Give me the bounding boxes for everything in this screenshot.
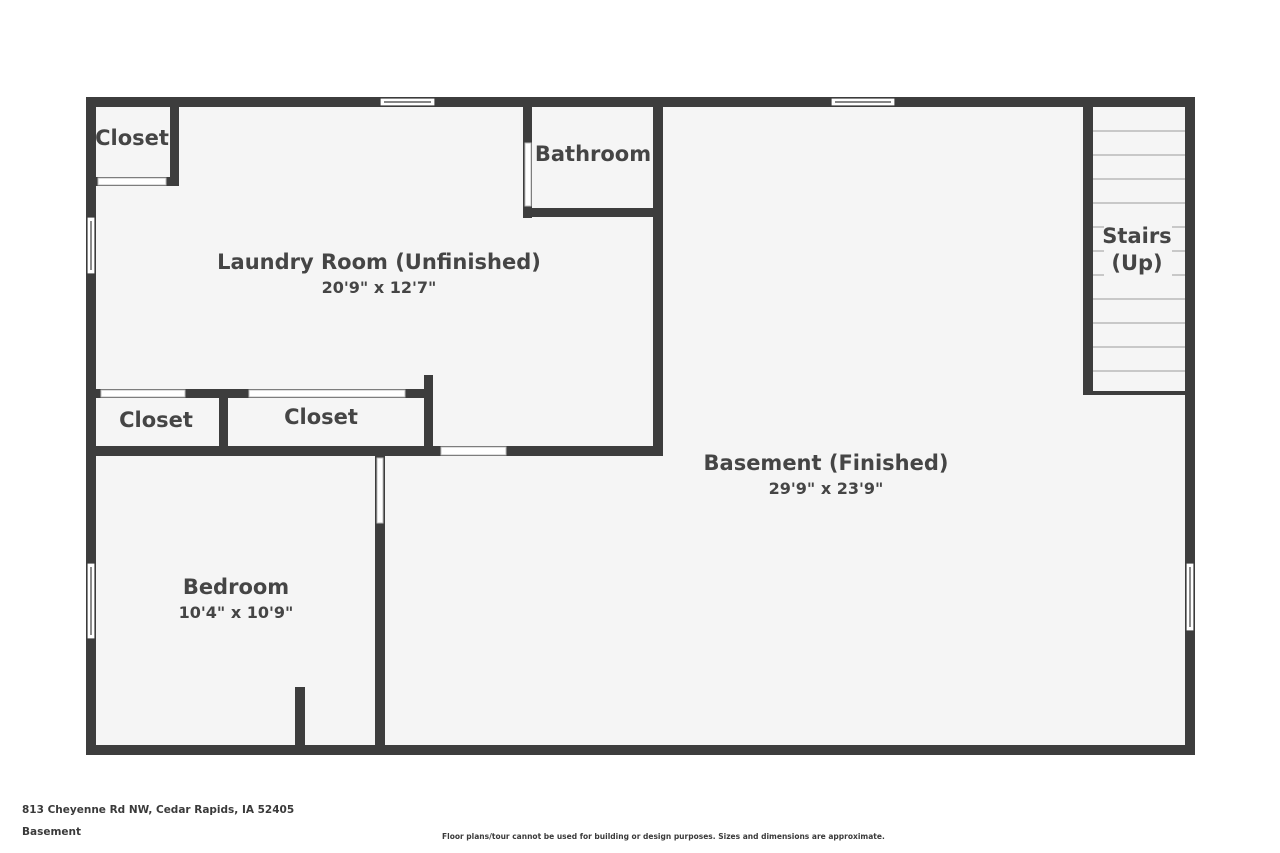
door-laundry [440,446,507,456]
door-bedroom [376,457,384,524]
closets-divider [219,389,228,449]
laundry-room-dims: 20'9" x 12'7" [322,278,437,297]
closet-top-wall [170,102,179,186]
bedroom-wall-right [375,446,385,750]
bathroom-wall-bottom [523,208,661,217]
room-labels: Closet Bathroom Laundry Room (Unfinished… [95,126,1172,622]
closet-left-label: Closet [119,408,193,432]
stairs-label: Stairs [1102,224,1171,248]
outer-wall-right [1185,97,1195,755]
closet-top-label: Closet [95,126,169,150]
basement-dims: 29'9" x 23'9" [769,479,884,498]
outer-wall-bottom [86,745,1195,755]
floor-level-text: Basement [22,826,82,838]
door-bathroom [524,142,532,207]
disclaimer-text: Floor plans/tour cannot be used for buil… [442,832,885,841]
laundry-wall-right [653,102,663,456]
bathroom-label: Bathroom [535,142,651,166]
laundry-room-label: Laundry Room (Unfinished) [217,250,541,274]
closet-mid-wall-right [424,375,433,456]
outer-wall-left [86,97,96,755]
closet-mid-label: Closet [284,405,358,429]
basement-label: Basement (Finished) [704,451,949,475]
doors [97,142,532,524]
door-closet-mid [248,389,406,398]
bedroom-label: Bedroom [183,575,289,599]
door-closet-top [97,177,167,186]
address-text: 813 Cheyenne Rd NW, Cedar Rapids, IA 524… [22,804,295,816]
outer-wall-top [86,97,1195,107]
door-closet-left [100,389,186,398]
openings [86,97,1195,640]
stairs-label-bg [1104,222,1172,278]
floor-area [90,102,1190,750]
stairs-wall-bottom [1083,391,1190,395]
bedroom-dims: 10'4" x 10'9" [179,603,294,622]
stairs-direction-label: (Up) [1111,251,1162,275]
stairs-wall-left [1083,102,1093,395]
bedroom-stub-wall [295,687,305,750]
